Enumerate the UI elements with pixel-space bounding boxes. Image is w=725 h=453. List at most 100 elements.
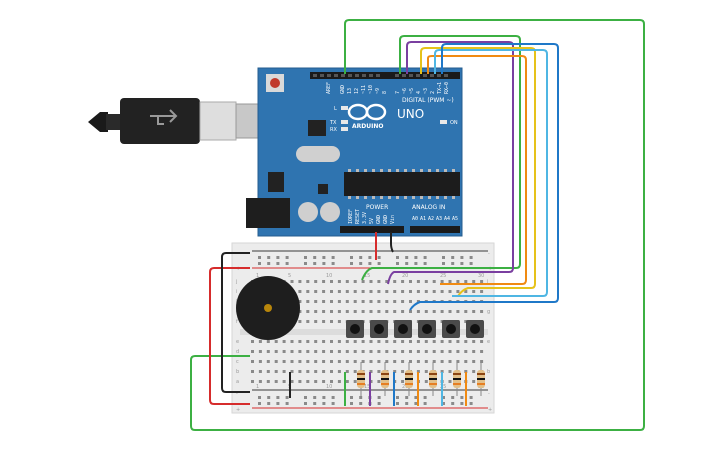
pin-label-a1: A1 — [420, 216, 426, 222]
brand-label: ARDUINO — [352, 123, 383, 130]
wire-lightblue-signal — [434, 49, 548, 297]
column-number: 20 — [402, 273, 408, 279]
pin-label-ioref: IOREF — [348, 209, 354, 224]
column-number: 5 — [288, 273, 291, 279]
rail-minus-label: - — [488, 391, 490, 397]
row-letter-b: b — [487, 369, 490, 375]
capacitor — [320, 202, 340, 222]
column-number: 20 — [402, 384, 408, 390]
usb-cable — [88, 98, 283, 144]
pushbutton[interactable] — [346, 320, 364, 338]
atmega-chip — [344, 172, 460, 196]
resistors — [357, 362, 485, 396]
arduino-logo-icon — [347, 103, 387, 121]
pin-label-3v3: 3.3V — [362, 212, 368, 224]
wires — [190, 19, 645, 431]
wire-blue-signal — [409, 43, 559, 311]
pushbutton[interactable] — [418, 320, 436, 338]
row-letter-j: j — [486, 279, 488, 285]
wire-red-rail — [209, 267, 250, 405]
pushbutton[interactable] — [442, 320, 460, 338]
analog-header — [410, 226, 460, 233]
pin-label-a5: A5 — [452, 216, 458, 222]
resistor — [477, 362, 485, 396]
column-number: 1 — [256, 273, 259, 279]
resistor — [405, 362, 413, 396]
power-jack — [246, 198, 290, 228]
wire-black-gnd — [390, 232, 394, 253]
row-letter-e: e — [236, 339, 239, 345]
column-number: 25 — [440, 273, 446, 279]
pin-label-vin: Vin — [390, 215, 396, 224]
crystal — [296, 146, 340, 162]
pin-label-8: 8 — [382, 91, 388, 94]
pin-label-a4: A4 — [444, 216, 450, 222]
column-number: 25 — [440, 384, 446, 390]
pin-label-1: TX→1 — [437, 82, 443, 94]
led-label-l: L — [334, 106, 337, 112]
row-letter-e: e — [487, 339, 490, 345]
wire-green-signal — [361, 35, 521, 281]
rail-plus-label: + — [488, 407, 492, 413]
analog-header-label: ANALOG IN — [412, 204, 445, 211]
pin-label-3: ~3 — [423, 88, 429, 94]
digital-header-label: DIGITAL (PWM ~) — [402, 97, 454, 104]
pushbutton[interactable] — [466, 320, 484, 338]
pin-label-gnd: GND — [340, 85, 346, 94]
on-led-label: ON — [450, 120, 458, 126]
row-letter-c: c — [236, 359, 239, 365]
pin-label-11: ~11 — [361, 85, 367, 94]
pin-label-gnd-2: GND — [383, 215, 389, 224]
pin-label-aref: AREF — [326, 82, 332, 94]
pushbuttons[interactable] — [346, 320, 484, 338]
arduino-board[interactable]: AREF GND 13 12 ~11 ~10 ~9 8 7 ~6 ~5 4 ~3… — [246, 67, 463, 237]
led-label-tx: TX — [329, 120, 337, 126]
column-number: 10 — [326, 384, 332, 390]
row-letter-b: b — [236, 369, 239, 375]
pin-label-0: RX←0 — [444, 82, 450, 94]
pin-label-4: 4 — [416, 91, 422, 94]
model-label: UNO — [397, 107, 424, 121]
resistor — [453, 362, 461, 396]
pin-label-6: ~6 — [402, 88, 408, 94]
pin-label-13: 13 — [347, 88, 353, 94]
rail-plus-label: + — [236, 407, 240, 413]
digital-header — [310, 72, 460, 79]
wire-yellow-signal — [420, 47, 536, 297]
row-letter-j: j — [235, 279, 237, 285]
wire-green-main — [190, 19, 645, 431]
capacitor — [298, 202, 318, 222]
resistor — [381, 362, 389, 396]
power-header-label: POWER — [366, 204, 388, 211]
rail-minus-label: - — [488, 251, 490, 257]
pin-label-reset: RESET — [355, 209, 361, 224]
piezo-buzzer[interactable] — [236, 276, 300, 340]
wire-black-rail — [221, 252, 250, 393]
pin-label-a3: A3 — [436, 216, 442, 222]
wire-purple-signal — [387, 41, 514, 285]
pushbutton[interactable] — [370, 320, 388, 338]
pin-label-2: 2 — [430, 91, 436, 94]
regulator — [268, 172, 284, 192]
row-letter-d: d — [236, 349, 239, 355]
column-number: 10 — [326, 273, 332, 279]
power-header — [340, 226, 404, 233]
row-letter-g: g — [487, 309, 490, 315]
led-label-rx: RX — [330, 127, 337, 133]
pushbutton[interactable] — [394, 320, 412, 338]
column-number: 15 — [364, 384, 370, 390]
pin-label-10: ~10 — [368, 85, 374, 94]
row-letter-a: a — [236, 379, 239, 385]
pin-label-12: 12 — [354, 88, 360, 94]
pin-label-5v: 5V — [369, 218, 375, 224]
usb-chip — [308, 120, 326, 136]
row-letter-f: f — [236, 319, 238, 325]
resistor — [357, 362, 365, 396]
pin-label-gnd-1: GND — [376, 215, 382, 224]
rail-minus-label: - — [236, 391, 238, 397]
column-number: 15 — [364, 273, 370, 279]
resistor — [429, 362, 437, 396]
pin-label-a2: A2 — [428, 216, 434, 222]
wire-orange-signal — [427, 55, 527, 285]
